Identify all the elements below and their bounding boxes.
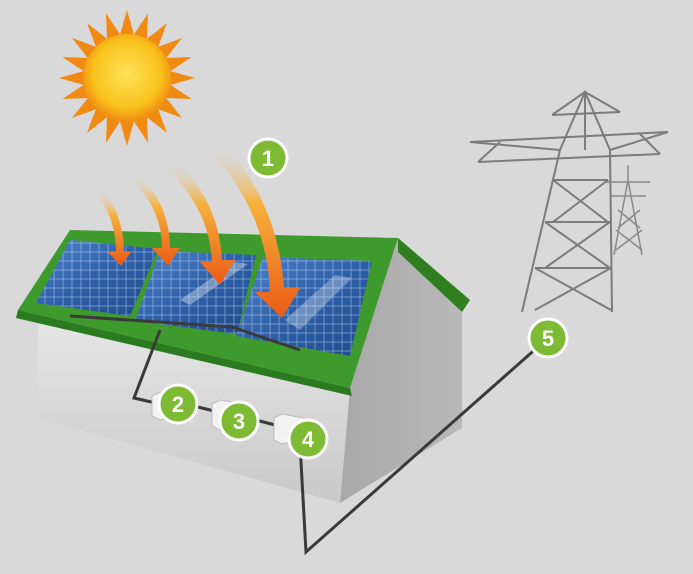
step-badge-1: 1 xyxy=(247,137,289,179)
sun-spike xyxy=(106,117,121,143)
step-badge-5: 5 xyxy=(527,317,569,359)
sun-spike xyxy=(147,109,167,133)
sun-spike xyxy=(147,23,167,47)
step-badge-3-label: 3 xyxy=(233,409,245,434)
sun-spike xyxy=(62,84,88,99)
sun-spike xyxy=(62,57,88,72)
sun-spike xyxy=(87,23,107,47)
sun-spike xyxy=(120,121,134,146)
tower-near xyxy=(469,89,669,313)
sun-spike xyxy=(106,13,121,39)
sun-spike xyxy=(170,71,195,85)
sun-spike xyxy=(87,109,107,133)
step-badge-2: 2 xyxy=(157,383,199,425)
step-badge-2-label: 2 xyxy=(172,392,184,417)
step-badge-3: 3 xyxy=(218,400,260,442)
sun-spike xyxy=(120,10,134,35)
solar-panel-left xyxy=(36,240,158,316)
sun-icon xyxy=(59,10,195,146)
sun-spike xyxy=(133,117,148,143)
sun-spike xyxy=(72,38,96,58)
sun-spike xyxy=(158,98,182,118)
sun-spike xyxy=(59,71,84,85)
sunlight-ray-icon xyxy=(96,142,300,318)
sun-spike xyxy=(72,98,96,118)
sun-spike xyxy=(166,84,192,99)
step-badge-4: 4 xyxy=(287,418,329,460)
sun-spike xyxy=(133,13,148,39)
transmission-tower-icon xyxy=(469,89,669,313)
step-badge-1-label: 1 xyxy=(262,146,274,171)
sun-spike xyxy=(158,38,182,58)
sun-spike xyxy=(166,57,192,72)
step-badge-4-label: 4 xyxy=(302,427,315,452)
tower-far xyxy=(606,165,650,256)
step-badge-5-label: 5 xyxy=(542,326,554,351)
